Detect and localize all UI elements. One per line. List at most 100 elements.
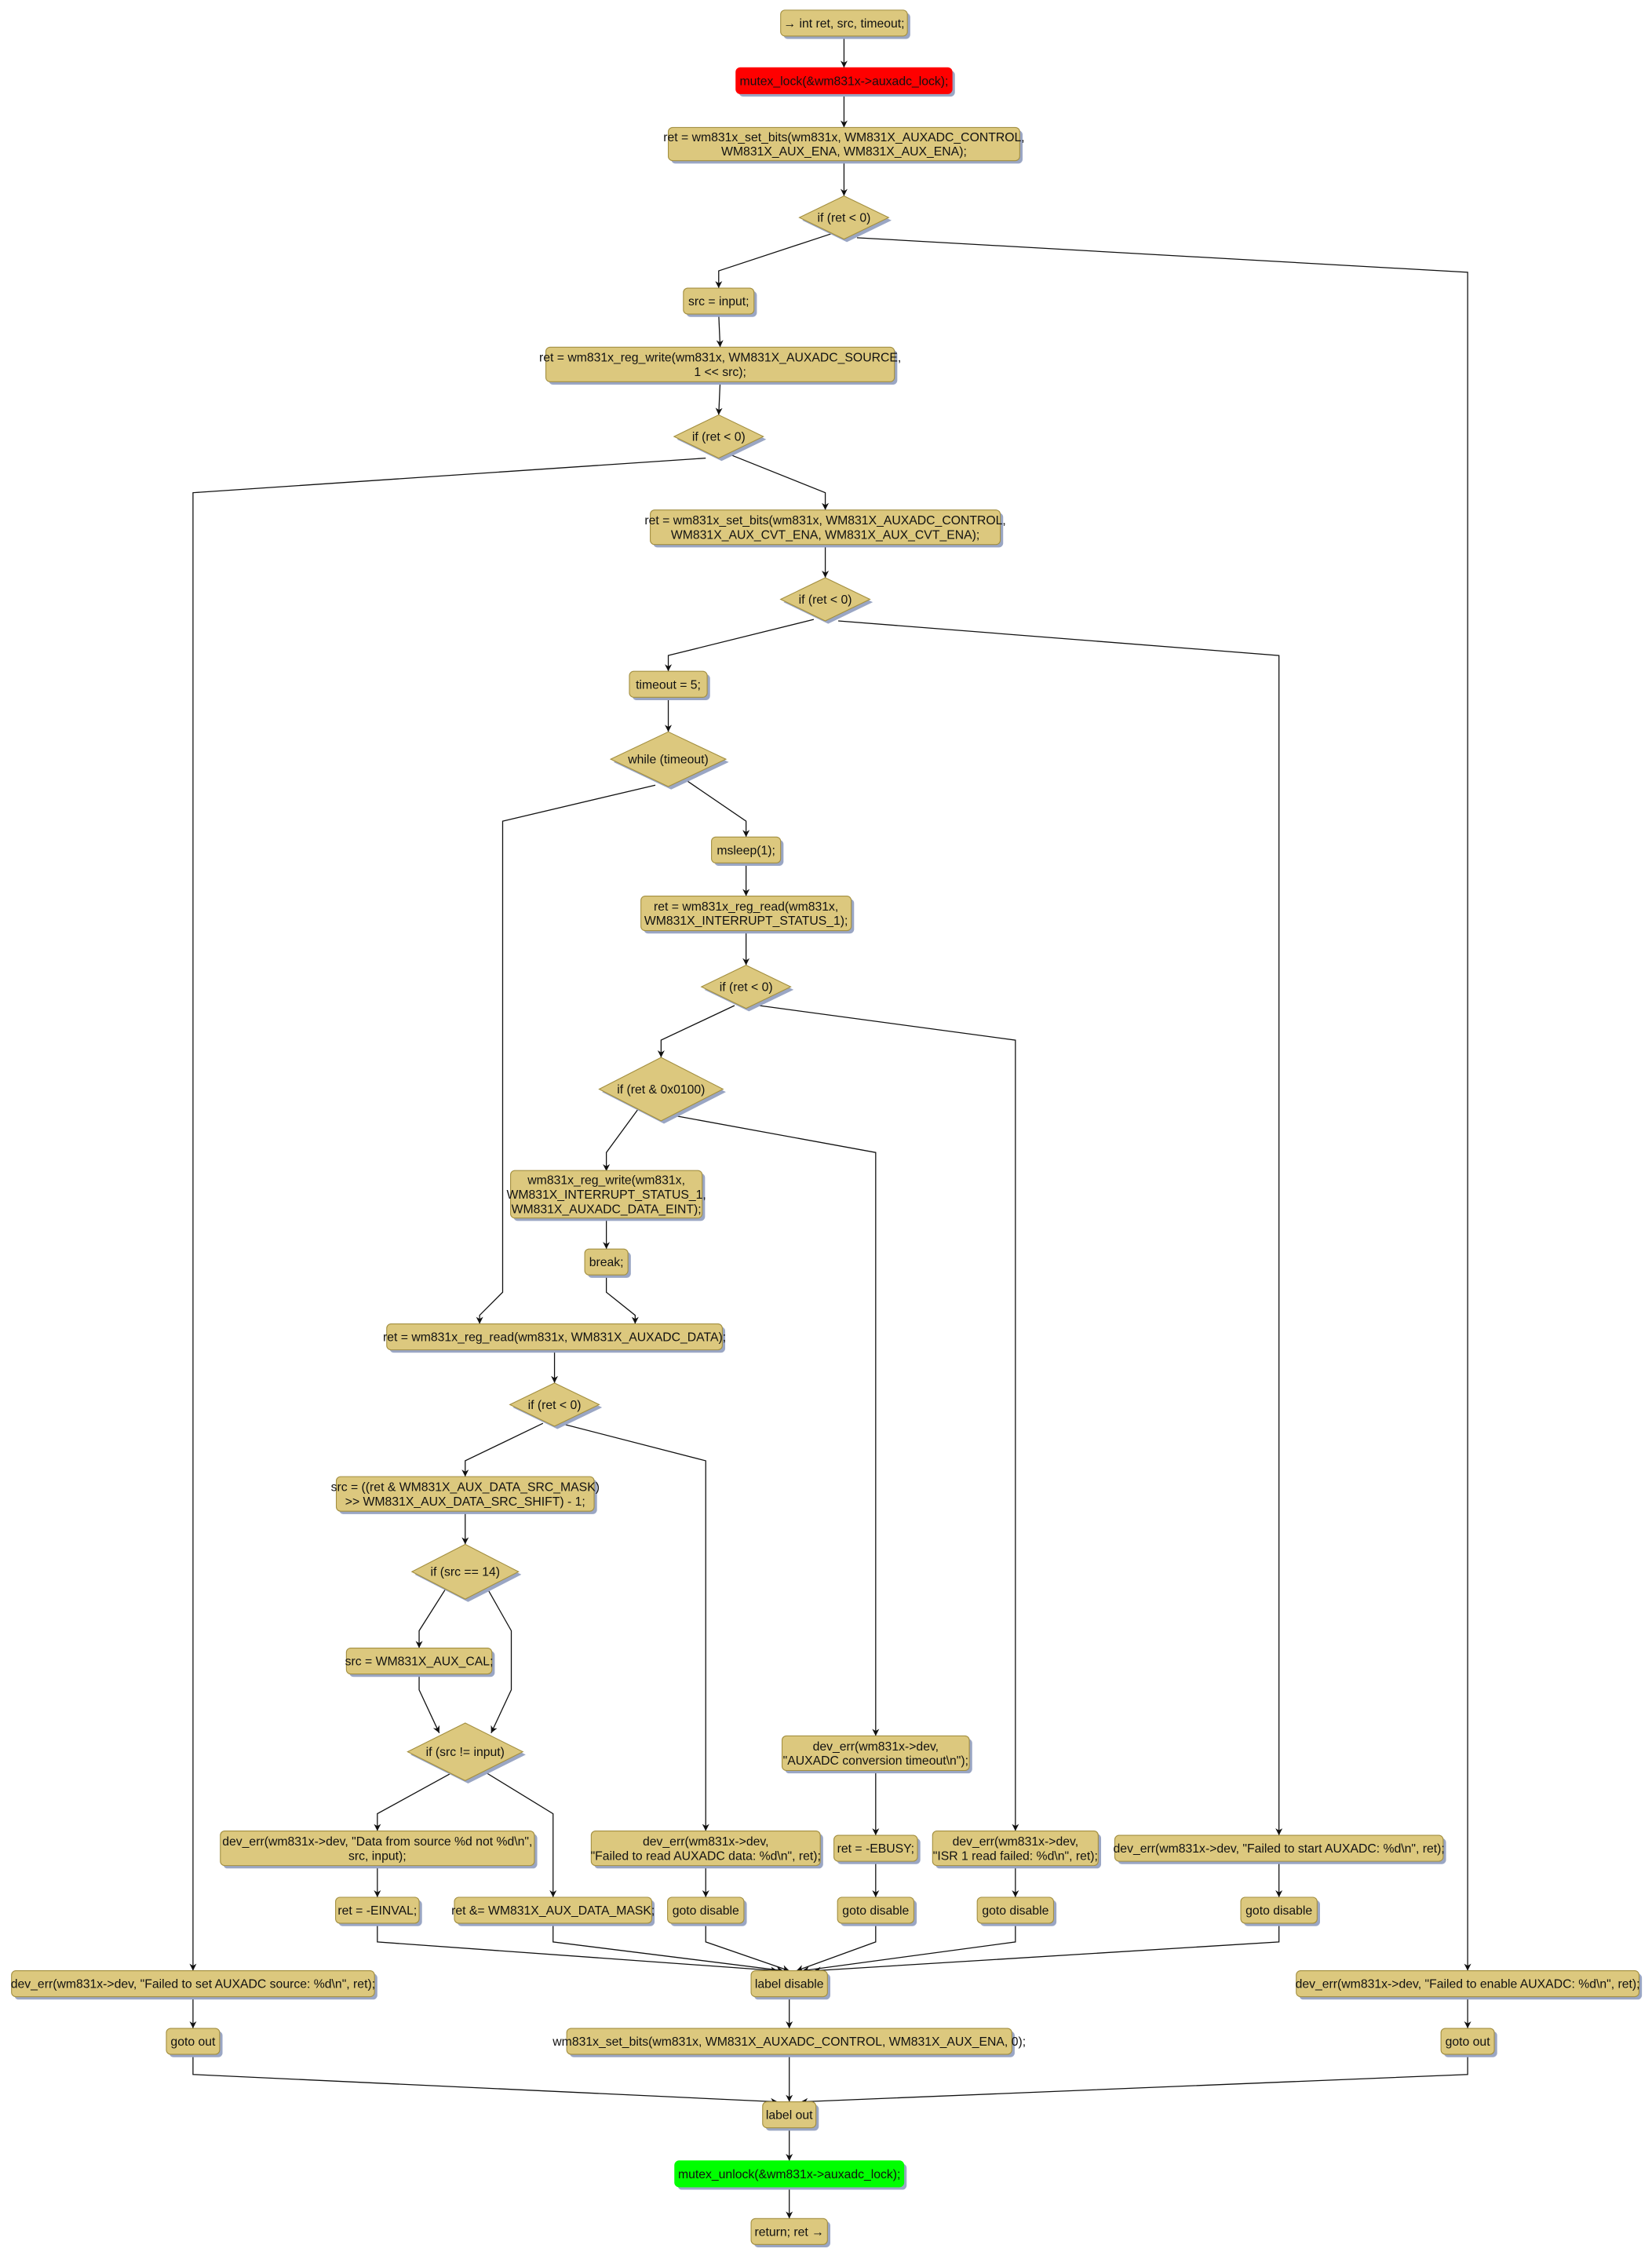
node-label: goto out [170, 2035, 216, 2049]
decision-d2[interactable]: if (ret < 0) [673, 414, 767, 462]
decision-d3[interactable]: if (ret < 0) [779, 577, 873, 624]
decision-d7[interactable]: if (ret < 0) [509, 1382, 603, 1429]
box-shape [683, 287, 755, 315]
node-label: wm831x_set_bits(wm831x, WM831X_AUXADC_CO… [552, 2035, 1026, 2049]
step-n13[interactable]: src = ((ret & WM831X_AUX_DATA_SRC_MASK)>… [331, 1476, 600, 1514]
node-label: ret = wm831x_set_bits(wm831x, WM831X_AUX… [663, 131, 1024, 144]
edge-n14-d9 [418, 1674, 440, 1734]
edge-n17-n29 [552, 1923, 784, 1973]
edge-d2-n27 [189, 457, 706, 1971]
node-label: WM831X_AUX_CVT_ENA, WM831X_AUX_CVT_ENA); [671, 528, 979, 542]
step-n10[interactable]: wm831x_reg_write(wm831x,WM831X_INTERRUPT… [506, 1170, 706, 1221]
step-n34[interactable]: mutex_unlock(&wm831x->auxadc_lock); [674, 2160, 907, 2190]
edge-d4-n12 [476, 784, 656, 1324]
decision-d5[interactable]: if (ret < 0) [700, 965, 794, 1012]
node-label: dev_err(wm831x->dev, [643, 1835, 768, 1849]
diamond-shape [509, 1382, 600, 1427]
step-n12[interactable]: ret = wm831x_reg_read(wm831x, WM831X_AUX… [383, 1323, 726, 1353]
box-shape [750, 2218, 828, 2245]
step-n22[interactable]: goto disable [837, 1896, 917, 1926]
edge-d6-n10 [603, 1108, 639, 1172]
decision-d8[interactable]: if (src == 14) [410, 1543, 522, 1602]
box-shape [762, 2101, 817, 2129]
step-n1[interactable]: → int ret, src, timeout; [780, 9, 910, 39]
step-n25[interactable]: dev_err(wm831x->dev, "Failed to start AU… [1114, 1834, 1446, 1864]
step-n15[interactable]: dev_err(wm831x->dev, "Data from source %… [220, 1831, 538, 1869]
step-n33[interactable]: label out [762, 2101, 819, 2131]
step-n31[interactable]: goto out [1440, 2028, 1497, 2057]
step-n20[interactable]: dev_err(wm831x->dev,"AUXADC conversion t… [781, 1735, 972, 1774]
step-n6[interactable]: ret = wm831x_set_bits(wm831x, WM831X_AUX… [644, 509, 1006, 548]
edge-n4-n5 [716, 314, 724, 348]
box-shape [667, 126, 1020, 162]
step-n35[interactable]: return; ret → [750, 2218, 831, 2247]
box-shape [781, 1735, 970, 1772]
step-n29[interactable]: label disable [750, 1970, 831, 2000]
step-n19[interactable]: goto disable [667, 1896, 747, 1926]
node-label: ret = wm831x_set_bits(wm831x, WM831X_AUX… [644, 514, 1005, 527]
box-shape [674, 2160, 905, 2188]
box-shape [1296, 1970, 1640, 1998]
step-n2[interactable]: mutex_lock(&wm831x->auxadc_lock); [735, 67, 955, 97]
box-shape [345, 1647, 493, 1675]
step-n18[interactable]: dev_err(wm831x->dev,"Failed to read AUXA… [591, 1831, 823, 1869]
box-shape [584, 1248, 629, 1276]
node-label: >> WM831X_AUX_DATA_SRC_SHIFT) - 1; [345, 1495, 585, 1509]
node-label: "Failed to read AUXADC data: %d\n", ret)… [591, 1849, 821, 1863]
diamond-shape [598, 1057, 724, 1122]
step-n27[interactable]: dev_err(wm831x->dev, "Failed to set AUXA… [11, 1970, 377, 2000]
step-n9[interactable]: ret = wm831x_reg_read(wm831x,WM831X_INTE… [640, 895, 855, 934]
node-label: mutex_lock(&wm831x->auxadc_lock); [739, 75, 948, 88]
step-n23[interactable]: dev_err(wm831x->dev,"ISR 1 read failed: … [932, 1831, 1102, 1869]
edge-d9-n15 [374, 1772, 451, 1831]
step-n7[interactable]: timeout = 5; [629, 670, 710, 700]
edge-n5-d2 [715, 381, 723, 415]
box-shape [566, 2028, 1012, 2055]
decision-d6[interactable]: if (ret & 0x0100) [598, 1057, 726, 1124]
step-n26[interactable]: goto disable [1240, 1896, 1320, 1926]
node-label: ret = wm831x_reg_write(wm831x, WM831X_AU… [539, 352, 901, 365]
step-n16[interactable]: ret = -EINVAL; [335, 1896, 422, 1926]
diamond-shape [410, 1543, 520, 1600]
step-n11[interactable]: break; [584, 1248, 631, 1278]
step-n8[interactable]: msleep(1); [711, 836, 784, 866]
node-label: goto disable [1245, 1904, 1312, 1918]
nodes: → int ret, src, timeout; mutex_lock(&wm83… [11, 9, 1643, 2247]
box-shape [640, 895, 852, 932]
edge-n19-n29 [705, 1923, 790, 1972]
box-shape [833, 1834, 918, 1862]
node-label: goto disable [982, 1904, 1048, 1918]
edge-d6-n20 [671, 1114, 880, 1736]
edge-n24-n29 [802, 1923, 1016, 1973]
step-n17[interactable]: ret &= WM831X_AUX_DATA_MASK; [451, 1896, 655, 1926]
step-n28[interactable]: goto out [166, 2028, 223, 2057]
box-shape [837, 1896, 914, 1924]
step-n32[interactable]: wm831x_set_bits(wm831x, WM831X_AUXADC_CO… [552, 2028, 1026, 2057]
box-shape [545, 346, 895, 382]
step-n21[interactable]: ret = -EBUSY; [833, 1834, 921, 1864]
step-n24[interactable]: goto disable [976, 1896, 1057, 1926]
node-label: WM831X_AUX_ENA, WM831X_AUX_ENA); [721, 145, 967, 159]
decision-d4[interactable]: while (timeout) [609, 731, 729, 790]
diamond-shape [407, 1722, 524, 1781]
diamond-shape [798, 195, 890, 240]
node-label: wm831x_reg_write(wm831x, [527, 1174, 685, 1188]
diamond-shape [609, 731, 728, 787]
edge-d2-n6 [731, 454, 830, 510]
node-label: src = WM831X_AUX_CAL; [345, 1655, 494, 1669]
step-n30[interactable]: dev_err(wm831x->dev, "Failed to enable A… [1296, 1970, 1643, 2000]
step-n3[interactable]: ret = wm831x_set_bits(wm831x, WM831X_AUX… [663, 126, 1025, 164]
box-shape [1240, 1896, 1318, 1924]
box-shape [1114, 1834, 1444, 1862]
decision-d9[interactable]: if (src != input) [407, 1722, 526, 1784]
node-label: if (ret < 0) [720, 981, 773, 995]
node-label: ret = -EINVAL; [337, 1904, 417, 1918]
decision-d1[interactable]: if (ret < 0) [798, 195, 892, 243]
step-n14[interactable]: src = WM831X_AUX_CAL; [345, 1647, 495, 1677]
step-n4[interactable]: src = input; [683, 287, 757, 317]
edge-n11-n12 [605, 1275, 639, 1324]
node-label: if (ret < 0) [692, 431, 746, 444]
step-n5[interactable]: ret = wm831x_reg_write(wm831x, WM831X_AU… [539, 346, 901, 385]
node-label: ret = wm831x_reg_read(wm831x, WM831X_AUX… [383, 1331, 726, 1345]
